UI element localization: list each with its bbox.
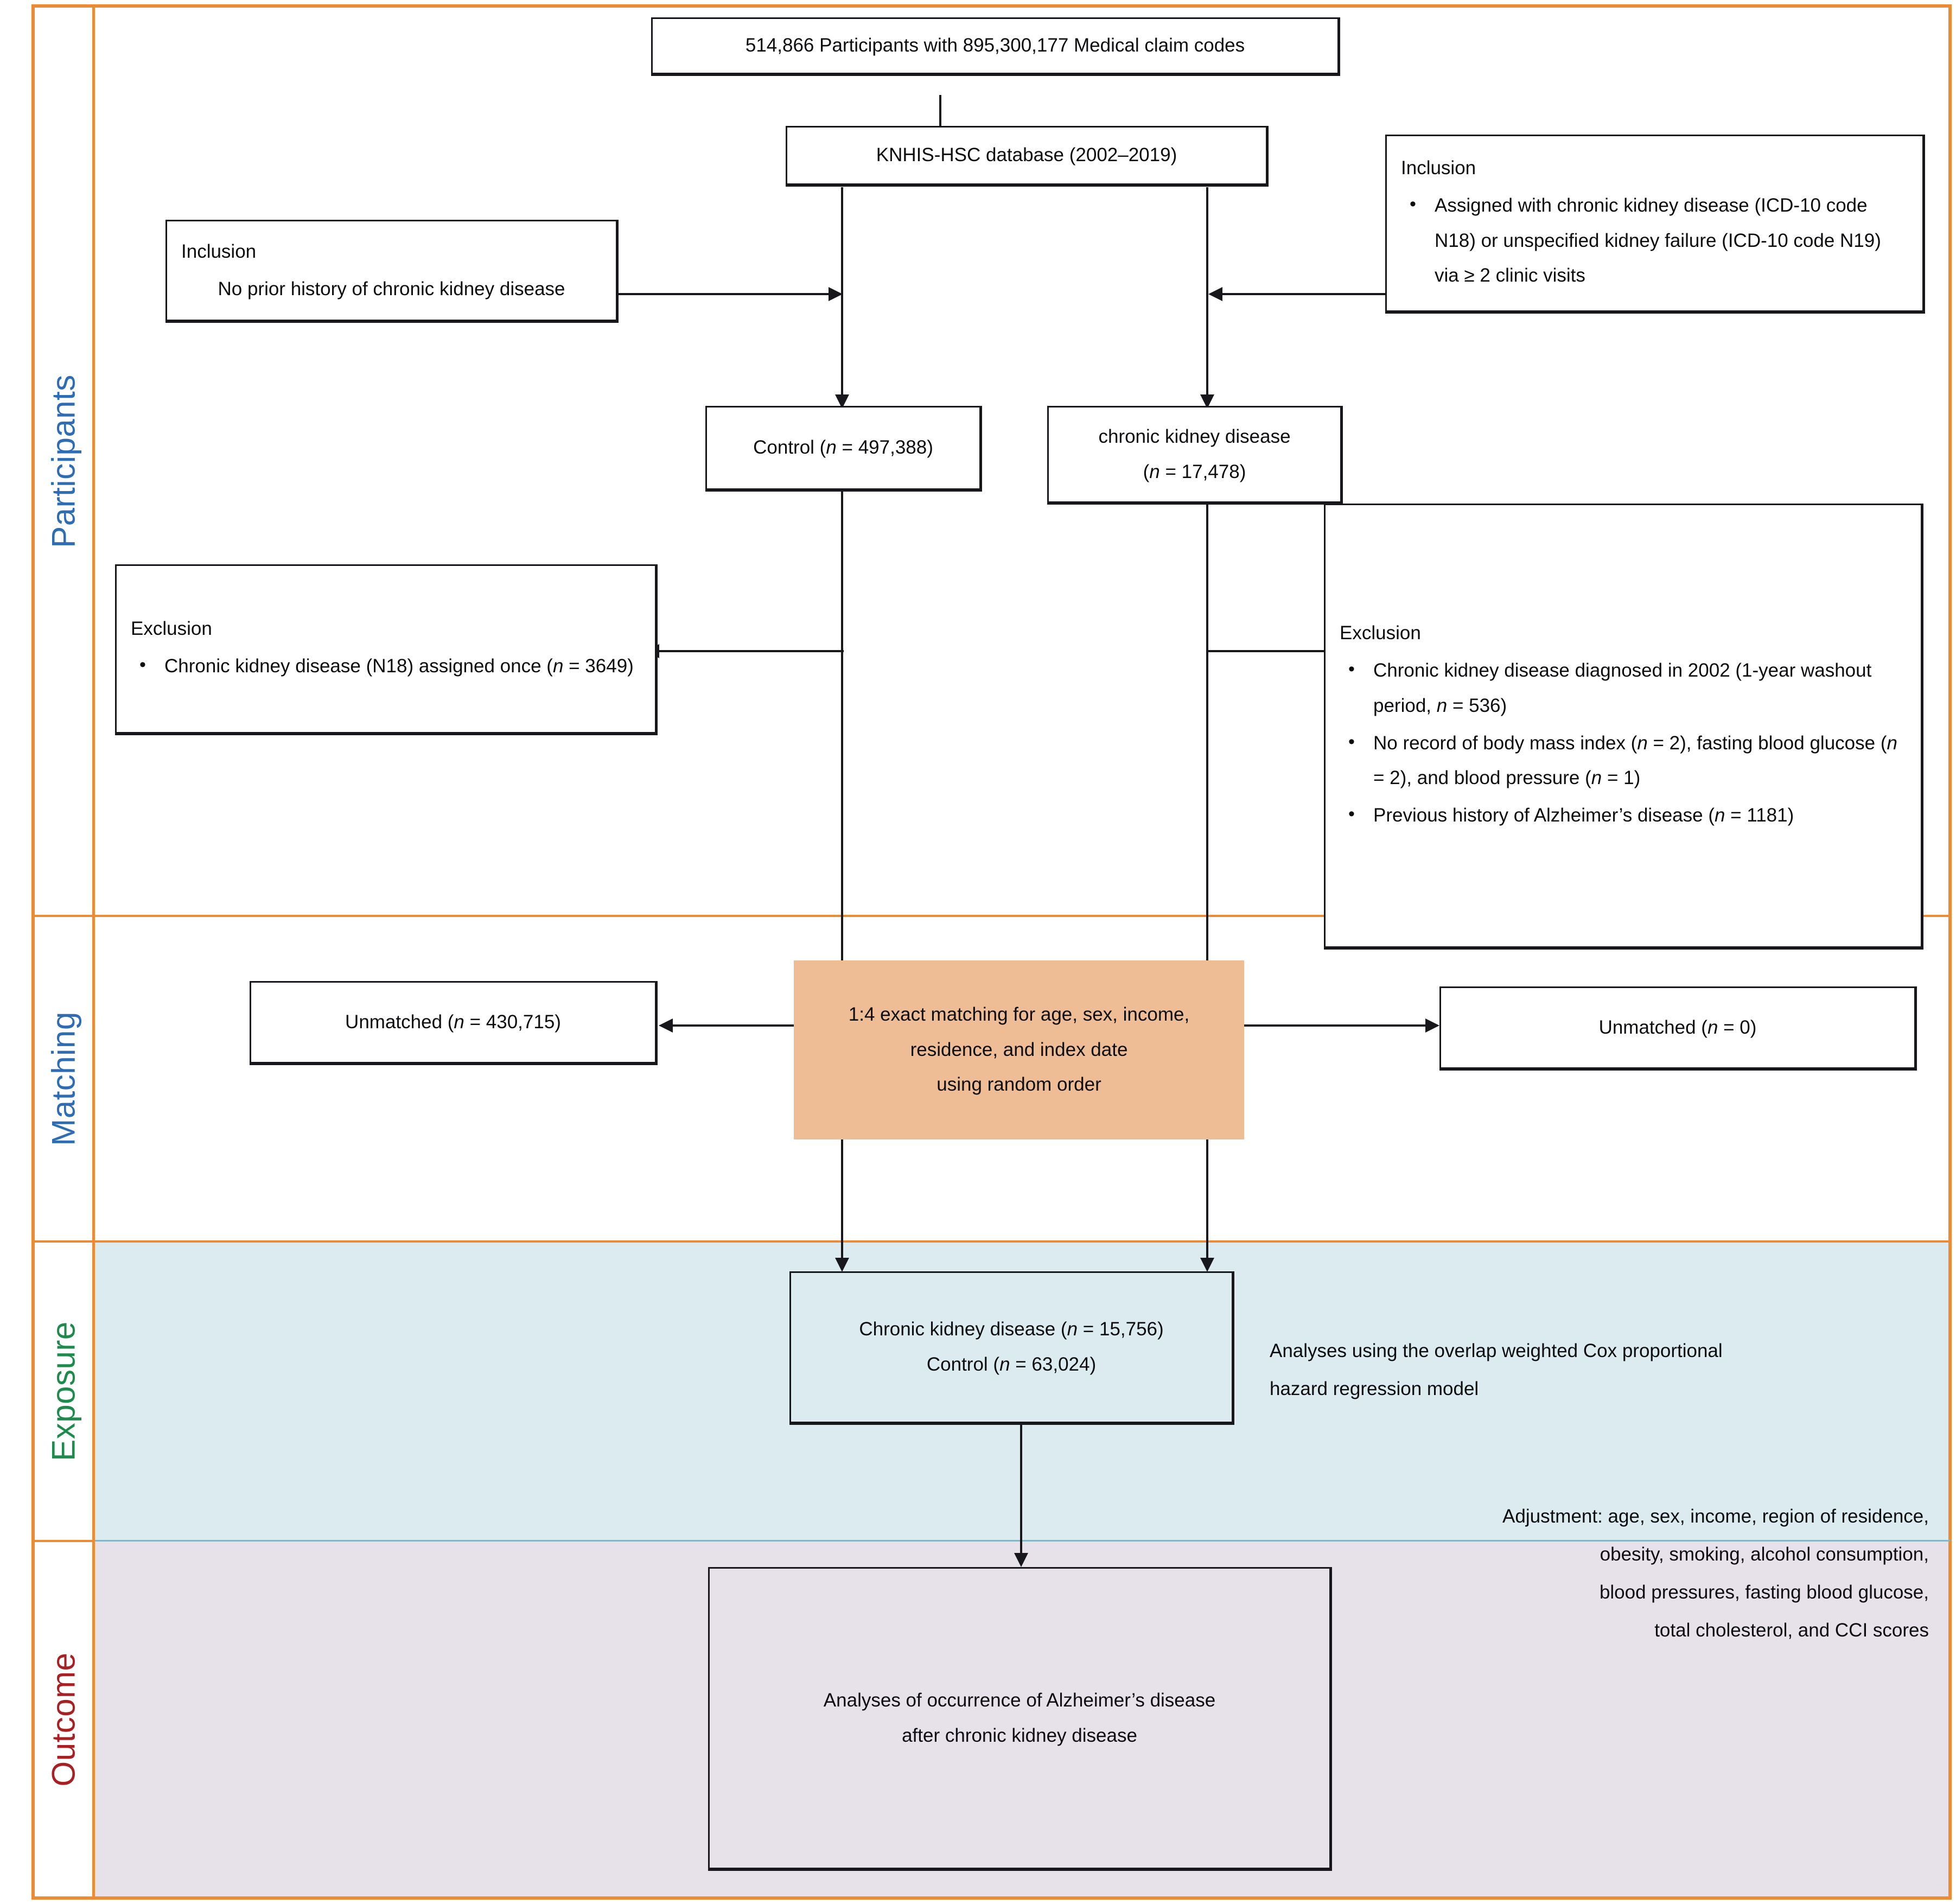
note-adjustment-line4: total cholesterol, and CCI scores	[1654, 1620, 1929, 1641]
connector-matching-to-unmatched-left	[673, 1024, 846, 1027]
section-band-outcome	[31, 1540, 1952, 1900]
arrowhead-unmatched-right	[1425, 1018, 1439, 1033]
node-control-cohort: Control (n = 497,388)	[705, 406, 982, 492]
node-unmatched-right-text: Unmatched (n = 0)	[1598, 1016, 1757, 1038]
connector-matching-to-unmatched-right	[1202, 1024, 1430, 1027]
node-matching-line1: 1:4 exact matching for age, sex, income,	[848, 1003, 1190, 1025]
node-unmatched-left-text: Unmatched (n = 430,715)	[345, 1011, 561, 1033]
connector-source-to-database	[939, 95, 941, 128]
node-ckd-cohort: chronic kidney disease (n = 17,478)	[1047, 406, 1343, 505]
node-matching-line3: using random order	[936, 1074, 1101, 1096]
node-inclusion-left-body: No prior history of chronic kidney disea…	[218, 278, 565, 300]
connector-matching-to-exposure-right	[1206, 1088, 1208, 1267]
node-inclusion-right: Inclusion Assigned with chronic kidney d…	[1385, 135, 1925, 314]
node-inclusion-left: Inclusion No prior history of chronic ki…	[165, 220, 619, 323]
node-unmatched-right: Unmatched (n = 0)	[1439, 986, 1917, 1071]
connector-ckd-to-matching	[1206, 505, 1208, 960]
section-label-matching: Matching	[45, 1011, 82, 1146]
section-label-outcome: Outcome	[45, 1652, 82, 1786]
section-band-exposure	[31, 1240, 1952, 1540]
node-database-text: KNHIS-HSC database (2002–2019)	[876, 144, 1177, 166]
connector-inclusion-left-to-branch	[619, 293, 833, 295]
node-exclusion-right-header: Exclusion	[1340, 622, 1421, 644]
arrowhead-inclusion-left	[829, 287, 843, 301]
arrowhead-unmatched-left	[659, 1018, 673, 1033]
node-exposure-cohorts: Chronic kidney disease (n = 15,756) Cont…	[789, 1271, 1234, 1425]
connector-matching-to-exposure-left	[841, 1088, 843, 1267]
list-item: Assigned with chronic kidney disease (IC…	[1401, 187, 1908, 294]
arrowhead-exposure-left	[835, 1258, 849, 1272]
section-label-gutter-exposure: Exposure	[31, 1240, 95, 1540]
note-exposure-line2: hazard regression model	[1270, 1378, 1479, 1399]
node-unmatched-left: Unmatched (n = 430,715)	[250, 981, 658, 1065]
node-outcome-analysis: Analyses of occurrence of Alzheimer’s di…	[708, 1567, 1332, 1871]
node-exclusion-right: Exclusion Chronic kidney disease diagnos…	[1324, 504, 1923, 950]
section-label-participants: Participants	[45, 374, 82, 548]
arrowhead-exposure-right	[1200, 1258, 1214, 1272]
list-item: No record of body mass index (n = 2), fa…	[1340, 725, 1907, 797]
arrowhead-to-outcome	[1014, 1553, 1028, 1567]
node-outcome-line1: Analyses of occurrence of Alzheimer’s di…	[823, 1689, 1216, 1711]
list-item: Previous history of Alzheimer’s disease …	[1340, 797, 1907, 833]
node-exclusion-left-header: Exclusion	[131, 618, 212, 640]
connector-exposure-to-outcome	[1020, 1424, 1022, 1563]
node-inclusion-right-header: Inclusion	[1401, 157, 1476, 179]
node-source-population: 514,866 Participants with 895,300,177 Me…	[651, 17, 1340, 76]
node-exposure-line2: Control (n = 63,024)	[926, 1354, 1097, 1375]
section-label-gutter-matching: Matching	[31, 915, 95, 1240]
note-exposure-line1: Analyses using the overlap weighted Cox …	[1270, 1340, 1723, 1361]
arrowhead-inclusion-right	[1208, 287, 1222, 301]
section-label-gutter-outcome: Outcome	[31, 1540, 95, 1900]
node-inclusion-right-bullet-list: Assigned with chronic kidney disease (IC…	[1387, 187, 1922, 296]
connector-branch-to-exclusion-left	[659, 650, 844, 652]
note-adjustment: Adjustment: age, sex, income, region of …	[1264, 1498, 1929, 1650]
note-adjustment-line1: Adjustment: age, sex, income, region of …	[1502, 1506, 1929, 1527]
node-database: KNHIS-HSC database (2002–2019)	[786, 126, 1269, 187]
node-control-text: Control (n = 497,388)	[753, 437, 933, 459]
connector-branch-to-exclusion-right	[1206, 650, 1377, 652]
list-item: Chronic kidney disease (N18) assigned on…	[131, 648, 641, 684]
node-exclusion-left-bullet-list: Chronic kidney disease (N18) assigned on…	[117, 648, 655, 686]
list-item: Chronic kidney disease diagnosed in 2002…	[1340, 652, 1907, 724]
section-label-exposure: Exposure	[45, 1321, 82, 1461]
node-ckd-line1: chronic kidney disease	[1098, 425, 1291, 447]
node-exclusion-right-bullet-list: Chronic kidney disease diagnosed in 2002…	[1326, 652, 1921, 836]
connector-inclusion-right-to-branch	[1222, 293, 1385, 295]
node-matching-procedure: 1:4 exact matching for age, sex, income,…	[794, 960, 1244, 1139]
note-adjustment-line2: obesity, smoking, alcohol consumption,	[1600, 1544, 1929, 1565]
node-inclusion-left-header: Inclusion	[181, 240, 257, 262]
node-exposure-line1: Chronic kidney disease (n = 15,756)	[859, 1319, 1164, 1340]
connector-database-to-ckd	[1206, 187, 1208, 404]
note-adjustment-line3: blood pressures, fasting blood glucose,	[1599, 1582, 1929, 1603]
section-label-gutter-participants: Participants	[31, 4, 95, 915]
node-source-text: 514,866 Participants with 895,300,177 Me…	[745, 35, 1245, 56]
node-ckd-line2: (n = 17,478)	[1143, 461, 1246, 482]
node-matching-line2: residence, and index date	[910, 1039, 1128, 1060]
connector-control-to-matching	[841, 491, 843, 960]
node-exclusion-left: Exclusion Chronic kidney disease (N18) a…	[115, 564, 658, 735]
note-exposure-analysis: Analyses using the overlap weighted Cox …	[1270, 1332, 1937, 1408]
node-outcome-line2: after chronic kidney disease	[902, 1724, 1137, 1746]
